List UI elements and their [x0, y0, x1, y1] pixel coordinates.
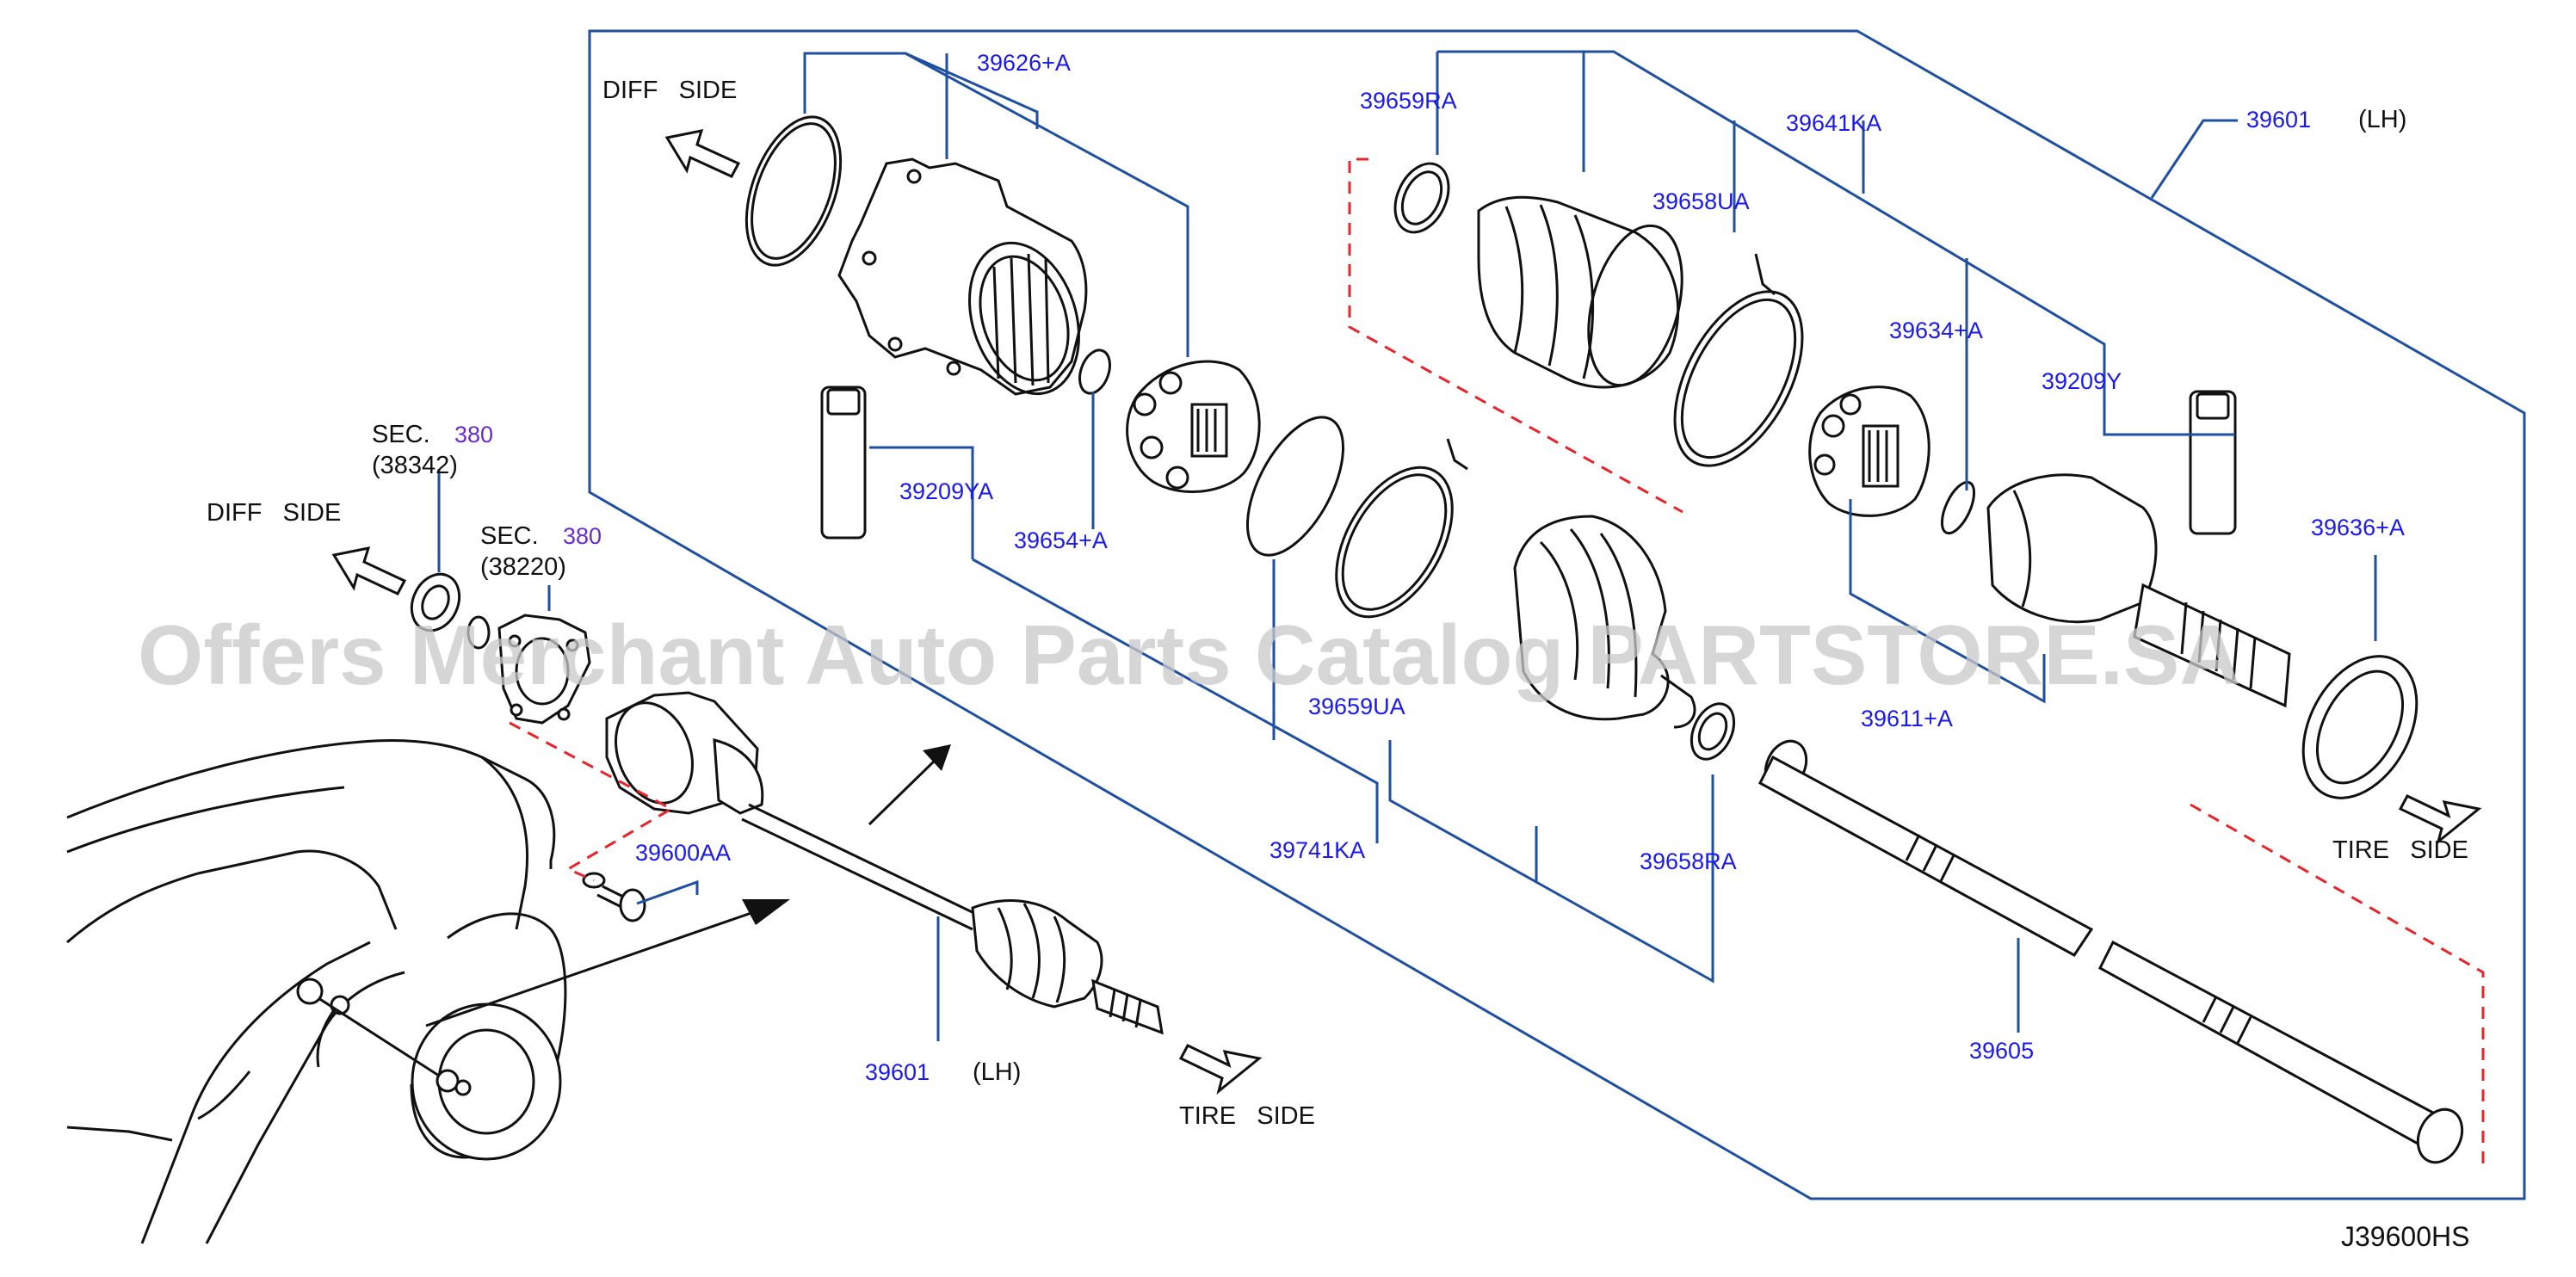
part-label-39601-top[interactable]: 39601 — [2246, 107, 2311, 133]
callout-arrow — [425, 899, 790, 1027]
label-diff-side-left: DIFF SIDE — [207, 499, 341, 527]
diff-side-arrow-left — [331, 546, 407, 595]
leader-lines — [437, 50, 2377, 1041]
part-label-39605[interactable]: 39605 — [1969, 1038, 2034, 1064]
part-label-39611a[interactable]: 39611+A — [1861, 706, 1953, 731]
part-label-39641ka[interactable]: 39641KA — [1786, 110, 1881, 136]
part-label-39634a[interactable]: 39634+A — [1889, 318, 1983, 343]
part-label-39209y[interactable]: 39209Y — [2042, 368, 2122, 394]
watermark-text: Offers Merchant Auto Parts Catalog PARTS… — [138, 608, 2240, 702]
phantom-line-left — [509, 721, 675, 882]
diagram-code: J39600HS — [2341, 1221, 2469, 1252]
part-label-lh-top: (LH) — [2358, 106, 2406, 133]
part-label-39659ra[interactable]: 39659RA — [1360, 88, 1457, 114]
part-label-39658ua[interactable]: 39658UA — [1652, 188, 1750, 214]
part-label-39600aa[interactable]: 39600AA — [635, 840, 731, 866]
label-diff-side-top: DIFF SIDE — [602, 77, 737, 104]
sec-sub-2: (38220) — [480, 553, 566, 581]
label-tire-side-right: TIRE SIDE — [2332, 836, 2468, 864]
tire-side-arrow-bottom — [1178, 1044, 1263, 1095]
part-label-39601-bottom[interactable]: 39601 — [865, 1059, 930, 1085]
sec-number-1[interactable]: 380 — [454, 422, 493, 447]
part-label-39654a[interactable]: 39654+A — [1014, 527, 1108, 553]
phantom-line-right — [2190, 803, 2485, 1166]
vehicle-outline — [66, 739, 567, 1244]
inner-joint-group — [744, 115, 1736, 761]
sec-sub-1: (38342) — [372, 452, 458, 479]
exploded-view-frame — [588, 29, 2526, 1200]
part-label-lh-bottom: (LH) — [973, 1058, 1021, 1086]
sec-prefix-1: SEC. — [372, 421, 430, 448]
part-label-39209ya[interactable]: 39209YA — [899, 478, 993, 504]
left-assembly — [410, 572, 1164, 1035]
part-label-39741ka[interactable]: 39741KA — [1269, 837, 1365, 863]
part-label-39636a[interactable]: 39636+A — [2311, 515, 2405, 540]
sec-prefix-2: SEC. — [480, 522, 539, 550]
part-label-39659ua[interactable]: 39659UA — [1308, 694, 1405, 719]
part-labels: DIFF SIDE DIFF SIDE TIRE SIDE TIRE SIDE … — [207, 50, 2469, 1252]
sec-number-2[interactable]: 380 — [563, 523, 602, 549]
tire-side-arrow-right — [2398, 794, 2482, 846]
phantom-line-top — [1348, 157, 1683, 514]
part-label-39626a[interactable]: 39626+A — [977, 50, 1071, 76]
outer-joint-group — [1393, 162, 2418, 799]
diff-side-arrow-top — [664, 129, 741, 178]
part-label-39658ra[interactable]: 39658RA — [1640, 848, 1737, 874]
label-tire-side-bottom: TIRE SIDE — [1179, 1102, 1315, 1130]
shaft-39605 — [1758, 739, 2464, 1164]
